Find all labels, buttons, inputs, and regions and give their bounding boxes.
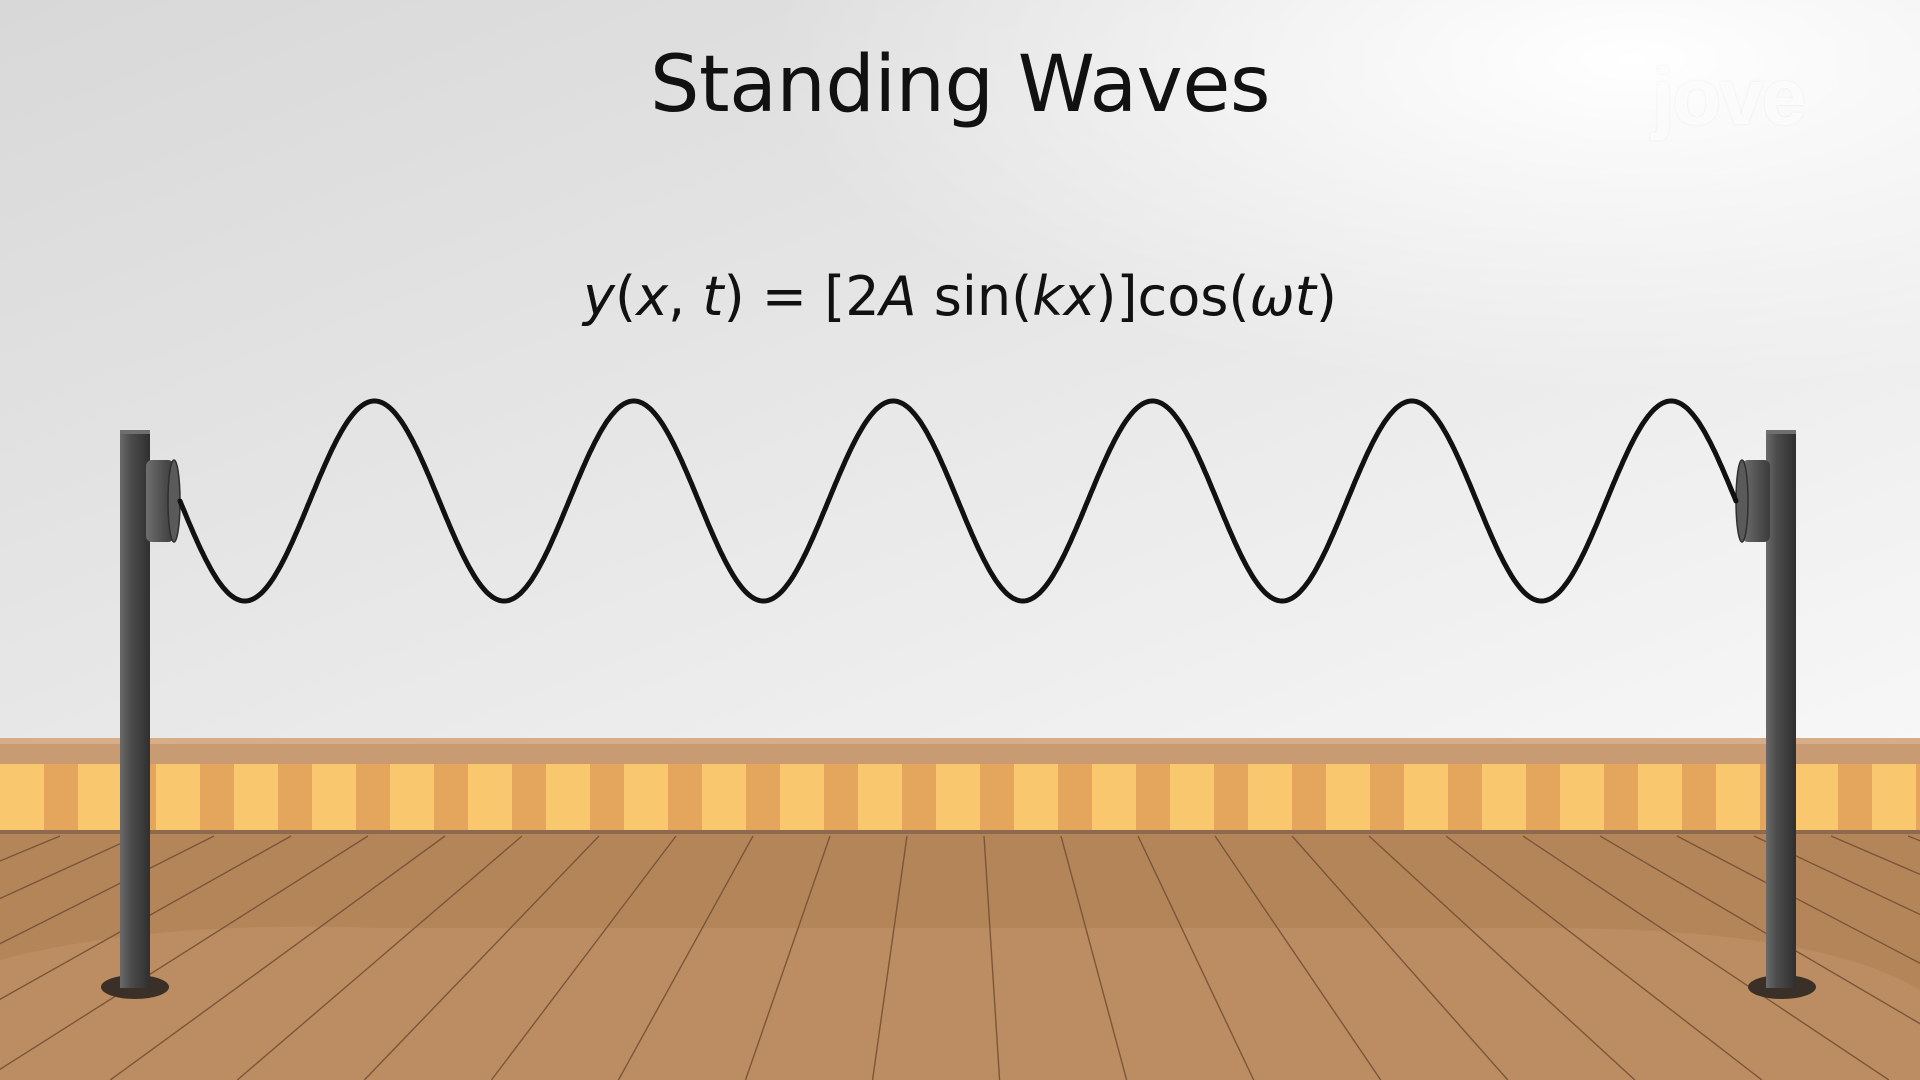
eq-open-paren: ( (614, 265, 637, 328)
eq-cos: )]cos( (1095, 265, 1250, 328)
eq-close-eq: ) = [2 (723, 265, 880, 328)
floor-plank-line (1599, 835, 1920, 1025)
floor-plank-line (1676, 835, 1920, 965)
floor-plank-line (1522, 835, 1890, 1080)
wall-glow (0, 0, 1920, 745)
wave-equation: y(x, t) = [2A sin(kx)]cos(ωt) (0, 262, 1920, 332)
floor-plank-line (1291, 835, 1509, 1080)
eq-x: x (636, 265, 669, 328)
baseboard-top-edge (0, 738, 1920, 744)
eq-sin: sin( (916, 265, 1033, 328)
floor-plank-line (1445, 835, 1763, 1080)
standing-wave (177, 398, 1739, 604)
eq-omega-t: ωt (1249, 265, 1316, 328)
right-pole (1766, 430, 1796, 988)
floor-plank-line (0, 835, 292, 1001)
floor-lines (0, 835, 1920, 1080)
baseboard-stripes (0, 764, 1920, 834)
floor-plank-line (1214, 835, 1382, 1080)
eq-kx: kx (1032, 265, 1096, 328)
floor-plank-line (109, 835, 446, 1080)
left-cap (146, 460, 174, 542)
floor-plank-line (0, 835, 369, 1071)
floor-plank-line (744, 835, 831, 1080)
floor-plank-line (363, 835, 600, 1080)
floor-plank-line (871, 835, 908, 1080)
baseboard-bottom (0, 830, 1920, 836)
floor-shade (0, 926, 1920, 1080)
eq-comma: , (668, 265, 703, 328)
floor-plank-line (1137, 835, 1255, 1080)
floor-plank-line (0, 835, 138, 900)
floor-plank-line (236, 835, 523, 1080)
left-pole-top (120, 430, 150, 434)
page-title: Standing Waves (650, 40, 1270, 130)
floor-plank-line (1753, 835, 1920, 916)
floor-plank-line (617, 835, 754, 1080)
floor-plank-line (1060, 835, 1128, 1080)
eq-y: y (583, 265, 615, 328)
floor-plank-line (1368, 835, 1636, 1080)
jove-logo: jove (1652, 52, 1806, 141)
eq-close: ) (1315, 265, 1337, 328)
right-pole-top (1766, 430, 1796, 434)
right-cap (1742, 460, 1770, 542)
floor-plank-line (490, 835, 677, 1080)
left-pole (120, 430, 150, 988)
eq-t: t (702, 265, 724, 328)
floor-plank-line (983, 835, 1001, 1080)
eq-amplitude: A (879, 265, 917, 328)
